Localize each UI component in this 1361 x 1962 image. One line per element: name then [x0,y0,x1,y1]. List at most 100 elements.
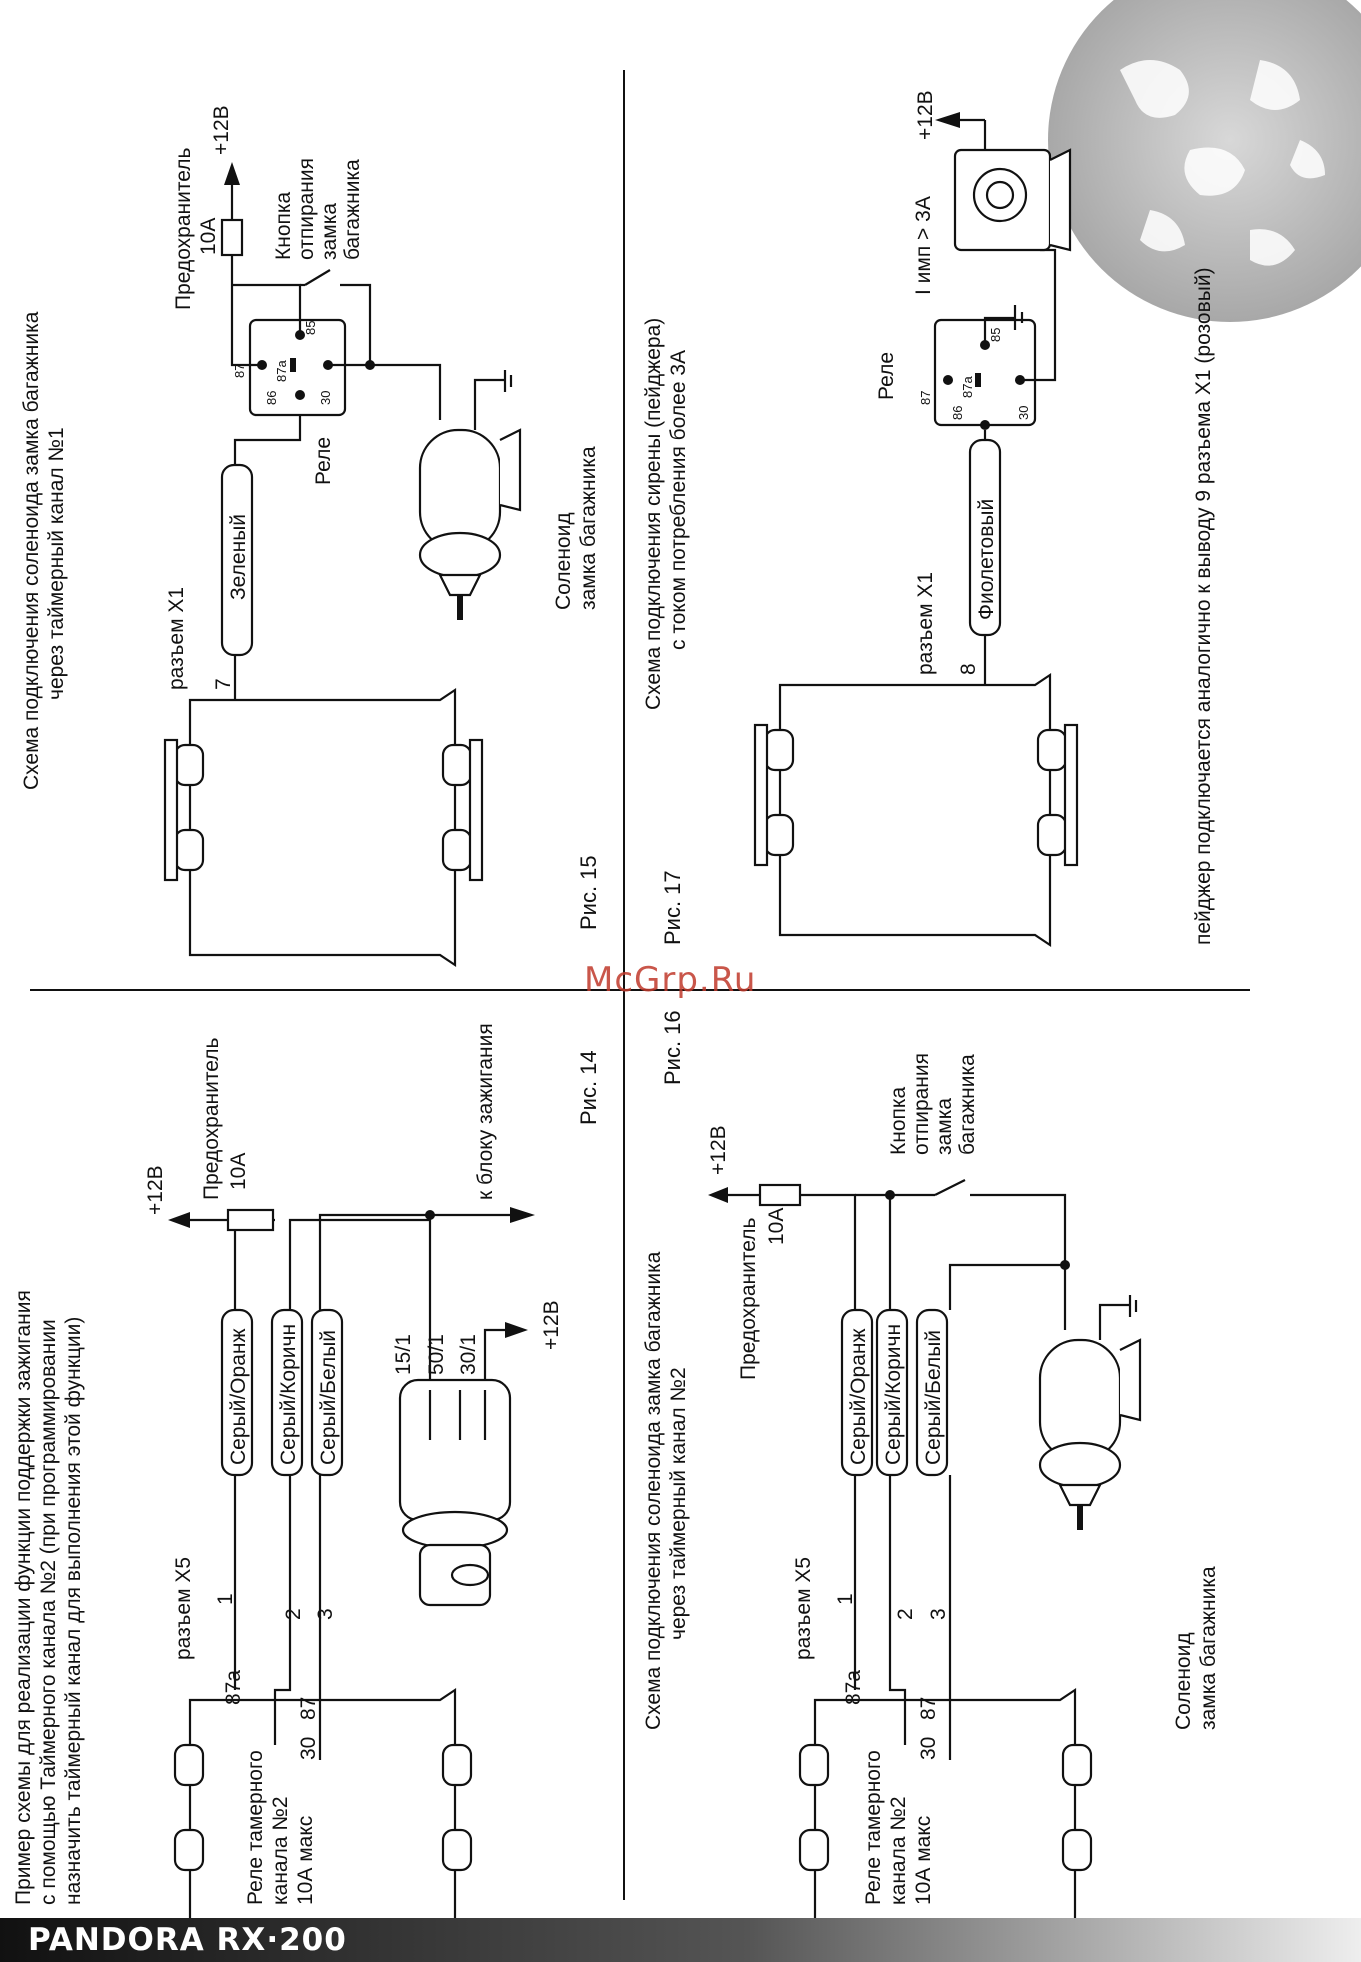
fig15-wire-label: Зеленый [227,514,250,600]
fig16-button-3: замка [933,1098,956,1155]
fig15-title-1: Схема подключения соленоида замка багажн… [20,311,43,790]
fig14-connector: разъем X5 [172,1557,195,1660]
wire-label-green-box [220,463,254,657]
fig17-note: пейджер подключается аналогично к выводу… [1192,267,1215,945]
relay-17 [933,318,1037,430]
fig16-label: Рис. 16 [660,1010,685,1085]
fuse-14 [226,1208,275,1232]
fig14-wire-1: Серый/Оранж [227,1328,250,1465]
fig16-connector: разъем X5 [792,1557,815,1660]
wire-label-gray-brown-box-16 [875,1308,909,1477]
fig14-fuse-value: 10А [227,1153,250,1190]
fig15-pin-87: 87 [232,364,247,378]
fig16-wire-2: Серый/Коричн [882,1324,905,1465]
fig15-pin: 7 [212,678,235,690]
wire-label-gray-orange-box [220,1308,254,1477]
globe-logo [1048,0,1361,322]
fig14-contact-30: 30 [297,1737,320,1760]
fig14-pin-2: 2 [282,1608,305,1620]
alarm-unit-17 [753,672,1079,948]
fig15-connector: разъем X1 [165,587,188,690]
fig15-fuse-value: 10А [197,218,220,255]
fig16-pin-2: 2 [894,1608,917,1620]
fig15-relay: Реле [312,437,335,485]
fig15-pin-87a: 87а [274,360,289,382]
fig14-title-3: назначить таймерный канал для выполнения… [62,1317,85,1905]
fig14-ignition-to: к блоку зажигания [474,1023,497,1200]
fig14-term-15: 15/1 [392,1334,415,1375]
fig17-pin-30: 30 [1016,406,1031,420]
fig14-title-2: с помощью Таймерного канала №2 (при прог… [37,1319,60,1905]
fig16-button-2: отпирания [910,1053,933,1155]
fig14-wire-2: Серый/Коричн [277,1324,300,1465]
fig17-connector: разъем X1 [914,572,937,675]
fig15-button-2: отпирания [295,158,318,260]
fig16-title-1: Схема подключения соленоида замка багажн… [642,1251,665,1730]
fig14-relay-1: Реле тамерного [244,1750,267,1905]
fig15-solenoid-1: Соленоид [552,512,575,610]
fig14-contact-87a: 87а [222,1670,245,1705]
wire-label-gray-brown-box [270,1308,304,1477]
fig17-current: I имп > 3А [912,196,935,295]
fig15-label: Рис. 15 [576,855,601,930]
fig17-title-1: Схема подключения сирены (пейджера) [642,318,665,710]
alarm-unit-15 [163,687,484,968]
fig15-button-3: замка [318,203,341,260]
wire-label-violet-box [968,438,1002,637]
watermark: McGrp.Ru [584,960,757,1000]
fig16-solenoid-2: замка багажника [1197,1566,1220,1730]
fig16-pin-3: 3 [927,1608,950,1620]
fig16-wire-1: Серый/Оранж [847,1328,870,1465]
relay-15 [248,318,347,417]
fig17-wire-label: Фиолетовый [975,499,998,620]
fig16-fuse-label: Предохранитель [737,1218,760,1380]
fig16-plus12: +12В [707,1125,730,1175]
fig17-title-2: с током потребления более 3А [667,350,690,650]
wire-label-gray-white-box-16 [915,1308,949,1477]
siren-17 [953,148,1072,252]
button-switch-15 [304,269,331,286]
fig16-contact-87a: 87а [842,1670,865,1705]
fig14-plus12-switch: +12В [540,1300,563,1350]
fig17-relay: Реле [875,352,898,400]
fig14-term-50: 50/1 [425,1334,448,1375]
fig17 [753,112,1079,948]
fig14-term-30: 30/1 [457,1334,480,1375]
fig16-contact-87: 87 [917,1697,940,1720]
arrow-up-icon [224,162,240,185]
fig15 [163,162,522,968]
fig15-fuse-label: Предохранитель [172,148,195,310]
fig16-solenoid-1: Соленоид [1172,1632,1195,1730]
fig14-plus12-top: +12В [144,1165,167,1215]
fig16-button-1: Кнопка [887,1086,910,1155]
fig16-button-4: багажника [956,1054,979,1155]
fig14-relay-3: 10А макс [294,1816,317,1905]
fig17-plus12: +12В [914,90,937,140]
fig14-label: Рис. 14 [576,1050,601,1125]
fig16-contact-30: 30 [917,1737,940,1760]
solenoid-16 [1038,1338,1142,1530]
fig17-pin-85: 85 [988,328,1003,342]
fig16-fuse-value: 10А [765,1208,788,1245]
fig16-pin-1: 1 [834,1593,857,1605]
fig14-relay-2: канала №2 [269,1796,292,1905]
fig17-pin-87a: 87а [960,376,975,398]
fig17-pin-87: 87 [918,391,933,405]
fig16-title-2: через таймерный канал №2 [667,1367,690,1640]
fig14-contact-87: 87 [297,1697,320,1720]
fig15-button-1: Кнопка [272,191,295,260]
fig15-pin-30: 30 [318,391,333,405]
button-switch-16 [934,1179,966,1196]
fuse-15 [220,218,244,257]
ignition-switch-14 [398,1378,512,1607]
fig16-wire-3: Серый/Белый [922,1330,945,1465]
brand-footer: PANDORA RX·200 [28,1922,347,1958]
fig14-title-1: Пример схемы для реализации функции подд… [12,1290,35,1905]
fig15-pin-86: 86 [264,391,279,405]
fig17-pin-86: 86 [950,406,965,420]
fig14-fuse-label: Предохранитель [200,1038,223,1200]
fig16-relay-2: канала №2 [887,1796,910,1905]
fig15-title-2: через таймерный канал №1 [45,427,68,700]
arrow-left-icon [935,112,960,128]
